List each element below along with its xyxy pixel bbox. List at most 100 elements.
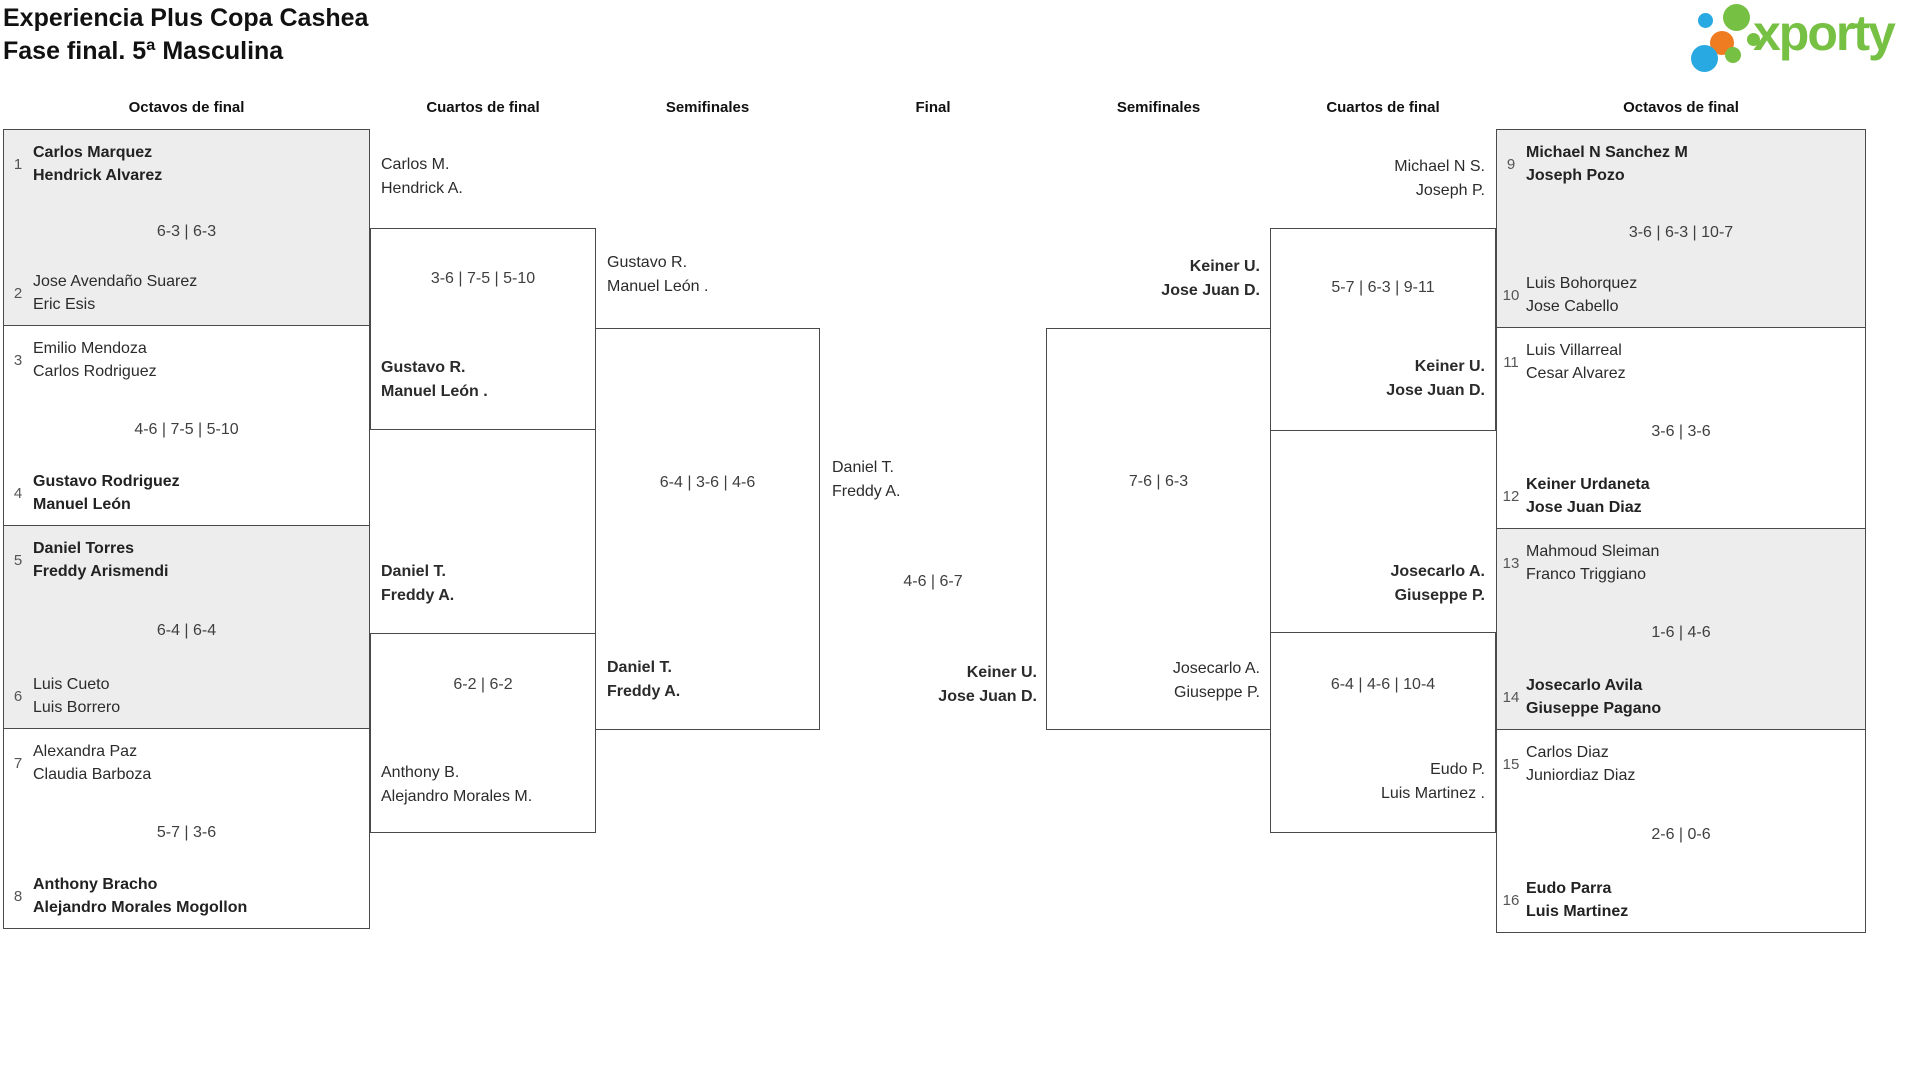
bracket-box-cuartos-right-1 [1270, 228, 1496, 431]
bracket-box-semifinal-right [1046, 328, 1271, 730]
seed-number: 5 [13, 551, 23, 569]
slot-team: Daniel T.Freddy A. [381, 563, 455, 604]
match-score: 3-6 | 3-6 [1651, 423, 1711, 440]
match-score: 2-6 | 0-6 [1651, 826, 1711, 843]
bracket-score: 7-6 | 6-3 [1128, 473, 1189, 490]
logo-dot-blue-small [1698, 13, 1713, 28]
round-header-semis-left: Semifinales [665, 99, 750, 116]
slot-team: Eudo P.Luis Martinez . [1380, 761, 1485, 802]
bracket-score: 5-7 | 6-3 | 9-11 [1331, 279, 1435, 296]
page-title: Experiencia Plus Copa Cashea Fase final.… [3, 2, 368, 68]
slot-team: Gustavo R.Manuel León . [381, 359, 488, 400]
seed-number: 13 [1502, 554, 1520, 572]
logo-dot-green-right [1747, 33, 1760, 46]
match-score: 4-6 | 7-5 | 5-10 [134, 420, 239, 438]
seed-number: 11 [1503, 353, 1519, 371]
round-header-cuartos-right: Cuartos de final [1326, 99, 1440, 116]
logo-dot-blue-large [1691, 45, 1718, 72]
round-header-semis-right: Semifinales [1116, 99, 1201, 116]
round-header-cuartos-left: Cuartos de final [426, 99, 540, 116]
final-score: 4-6 | 6-7 [903, 573, 963, 590]
bracket-box-cuartos-left-2 [370, 633, 596, 833]
logo-dot-green-large [1723, 4, 1750, 31]
slot-team-final-2: Keiner U.Jose Juan D. [938, 664, 1037, 705]
slot-team: Daniel T.Freddy A. [607, 659, 681, 700]
seed-number: 2 [13, 284, 23, 302]
match-score: 1-6 | 4-6 [1651, 624, 1711, 641]
seed-number: 1 [13, 155, 23, 173]
round-header-octavos-left: Octavos de final [128, 99, 245, 116]
seed-number: 12 [1502, 487, 1520, 505]
match-score: 6-4 | 6-4 [156, 622, 217, 639]
logo-dot-green-small [1725, 47, 1741, 63]
seed-number: 8 [13, 887, 23, 905]
match-score: 3-6 | 6-3 | 10-7 [1628, 223, 1734, 241]
bracket-score: 6-4 | 3-6 | 4-6 [659, 474, 756, 491]
slot-team: Josecarlo A.Giuseppe P. [1390, 563, 1485, 604]
page-title-line2: Fase final. 5ª Masculina [3, 37, 284, 65]
bracket-score: 6-2 | 6-2 [453, 676, 513, 693]
bracket-score: 3-6 | 7-5 | 5-10 [430, 270, 536, 287]
slot-team-final-1: Daniel T.Freddy A. [832, 459, 901, 500]
seed-number: 7 [13, 754, 23, 772]
seed-number: 3 [13, 351, 23, 369]
seed-number: 16 [1502, 891, 1520, 909]
seed-number: 10 [1502, 286, 1520, 304]
slot-team: Keiner U.Jose Juan D. [1386, 358, 1485, 399]
slot-team: Gustavo R.Manuel León . [607, 254, 709, 295]
slot-team: Michael N S.Joseph P. [1394, 158, 1485, 199]
round-header-octavos-right: Octavos de final [1623, 99, 1739, 116]
page-title-line1: Experiencia Plus Copa Cashea [3, 4, 369, 32]
seed-number: 9 [1506, 155, 1516, 173]
match-score: 6-3 | 6-3 [156, 222, 217, 240]
seed-number: 4 [13, 484, 23, 502]
seed-number: 15 [1502, 755, 1520, 773]
seed-number: 6 [13, 687, 23, 705]
slot-team: Anthony B.Alejandro Morales M. [381, 764, 533, 805]
bracket-score: 6-4 | 4-6 | 10-4 [1330, 676, 1436, 693]
slot-team: Carlos M.Hendrick A. [381, 156, 463, 197]
logo-wordmark: xporty [1753, 5, 1896, 61]
slot-team: Josecarlo A.Giuseppe P. [1172, 660, 1260, 701]
match-score: 5-7 | 3-6 [156, 823, 217, 841]
